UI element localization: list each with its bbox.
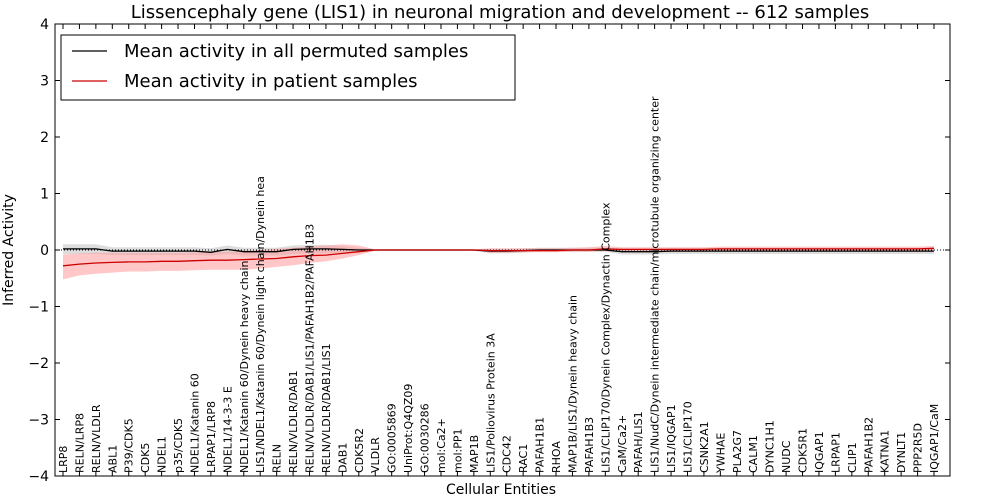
legend-label: Mean activity in all permuted samples (124, 41, 468, 62)
x-tick-label: GO:0005869 (386, 403, 399, 473)
y-tick-label: 0 (40, 243, 49, 259)
x-tick-label: PAFAH/LIS1 (632, 411, 645, 473)
y-tick-label: 3 (40, 74, 49, 90)
x-tick-label: RHOA (550, 441, 563, 473)
x-tick-label: LIS1/CLIP170 (682, 401, 695, 473)
legend-label: Mean activity in patient samples (124, 71, 418, 92)
legend: Mean activity in all permuted samplesMea… (60, 34, 516, 101)
confidence-bands (55, 244, 950, 280)
y-tick-label: 4 (40, 17, 49, 33)
x-tick-label: PPP2R5D (912, 423, 925, 473)
x-tick-label: CaM/Ca2+ (616, 415, 629, 473)
x-tick-label: RELN/LRP8 (73, 413, 86, 473)
legend-box (60, 34, 516, 101)
x-tick-label: NDEL1 (156, 436, 169, 473)
x-tick-label: mol:PP1 (451, 429, 464, 473)
x-tick-label: CDK5R1 (797, 428, 810, 473)
x-tick-label: P39/CDK5 (123, 418, 136, 473)
series-lines (62, 247, 935, 267)
x-tick-label: LRPAP1 (829, 432, 842, 473)
series-line-patient (62, 247, 935, 267)
x-tick-label: PAFAH1B2 (862, 417, 875, 473)
x-tick-label: MAP1B/LIS1/Dynein heavy chain (567, 295, 580, 473)
x-tick-label: KATNA1 (879, 430, 892, 473)
x-tick-label: DYNLT1 (895, 432, 908, 473)
x-tick-label: RELN/VLDLR/DAB1/LIS1 (320, 343, 333, 473)
y-tick-label: −4 (28, 469, 49, 485)
x-tick-label: p35/CDK5 (172, 418, 185, 473)
x-tick-label: LIS1/Poliovirus Protein 3A (484, 333, 497, 473)
y-axis-label: Inferred Activity (1, 194, 17, 306)
x-tick-label: VLDLR (369, 437, 382, 473)
x-tick-label: NUDC (780, 440, 793, 473)
x-tick-label: mol:Ca2+ (435, 418, 448, 473)
x-tick-label: NDEL1/14-3-3 E (221, 386, 234, 473)
x-tick-label: LIS1/IQGAP1 (665, 404, 678, 473)
x-tick-label: GO:0030286 (419, 403, 432, 473)
x-tick-label: PLA2G7 (731, 430, 744, 473)
y-axis: −4 −3 −2 −1 0 1 2 3 4 (28, 17, 950, 485)
x-tick-label: CDK5R2 (353, 428, 366, 473)
x-tick-label: DAB1 (336, 443, 349, 473)
x-tick-label: RELN (271, 444, 284, 473)
y-tick-label: 1 (40, 187, 49, 203)
x-tick-label: ABL1 (106, 445, 119, 473)
x-tick-label: RELN/VLDLR (90, 404, 103, 473)
x-tick-label: YWHAE (714, 433, 727, 474)
x-tick-label: CLIP1 (846, 442, 859, 473)
y-tick-label: −1 (28, 300, 49, 316)
x-tick-label: LRPAP1/LRP8 (205, 401, 218, 473)
chart-title: Lissencephaly gene (LIS1) in neuronal mi… (131, 2, 870, 23)
x-tick-label: LIS1/NudC/Dynein intermediate chain/micr… (649, 96, 662, 473)
x-tick-label: DYNC1H1 (764, 420, 777, 473)
x-tick-label: RAC1 (517, 444, 530, 473)
x-axis-label: Cellular Entities (446, 482, 556, 498)
x-tick-label: NDEL1/Katanin 60 (189, 373, 202, 473)
x-tick-label: CDK5 (139, 443, 152, 473)
x-tick-label: CALM1 (747, 435, 760, 473)
x-tick-label: RELN/VLDLR/DAB1 (287, 370, 300, 473)
x-tick-label: IQGAP1 (813, 431, 826, 473)
x-tick-label: PAFAH1B1 (534, 417, 547, 473)
x-tick-label: RELN/VLDLR/DAB1/LIS1/PAFAH1B2/PAFAH1B3 (304, 224, 317, 473)
x-tick-label: UniProt:Q4QZ09 (402, 384, 415, 473)
x-tick-label: MAP1B (468, 435, 481, 473)
band-patient (63, 244, 934, 280)
y-tick-label: 2 (40, 130, 49, 146)
x-tick-label: LRP8 (57, 446, 70, 473)
x-tick-label: PAFAH1B3 (583, 417, 596, 473)
x-tick-label: NDEL1/Katanin 60/Dynein heavy chain (238, 260, 251, 473)
y-tick-label: −3 (28, 413, 49, 429)
x-tick-label: LIS1/CLIP170/Dynein Complex/Dynactin Com… (599, 202, 612, 473)
x-tick-label: LIS1/NDEL1/Katanin 60/Dynein light chain… (254, 176, 267, 473)
y-tick-label: −2 (28, 356, 49, 372)
x-tick-label: CDC42 (501, 435, 514, 473)
x-tick-label: CSNK2A1 (698, 421, 711, 473)
x-tick-label: IQGAP1/CaM (928, 404, 941, 473)
